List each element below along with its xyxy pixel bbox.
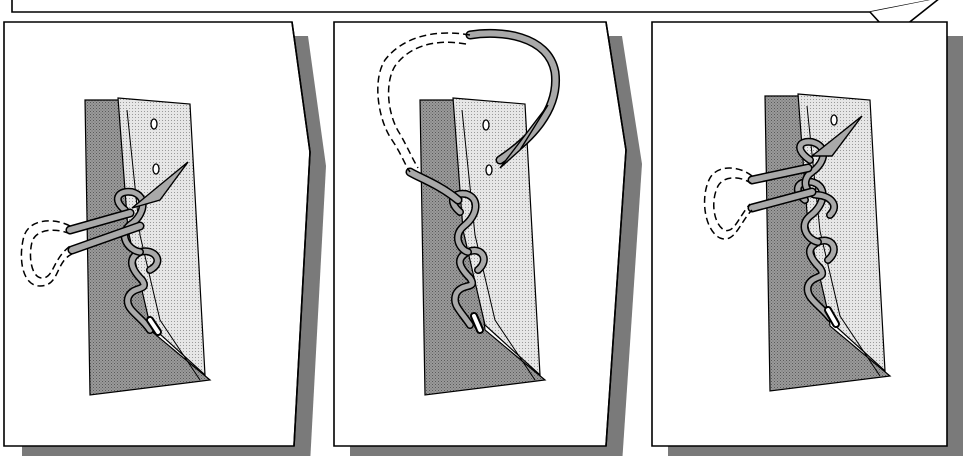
step-panel-2 xyxy=(334,22,642,456)
hole-icon xyxy=(483,120,489,130)
hole-icon xyxy=(486,165,492,175)
hole-icon xyxy=(151,119,157,129)
hole-icon xyxy=(831,115,837,125)
hole-icon xyxy=(153,164,159,174)
step-panel-1 xyxy=(4,22,326,456)
step-panel-3 xyxy=(652,22,963,456)
